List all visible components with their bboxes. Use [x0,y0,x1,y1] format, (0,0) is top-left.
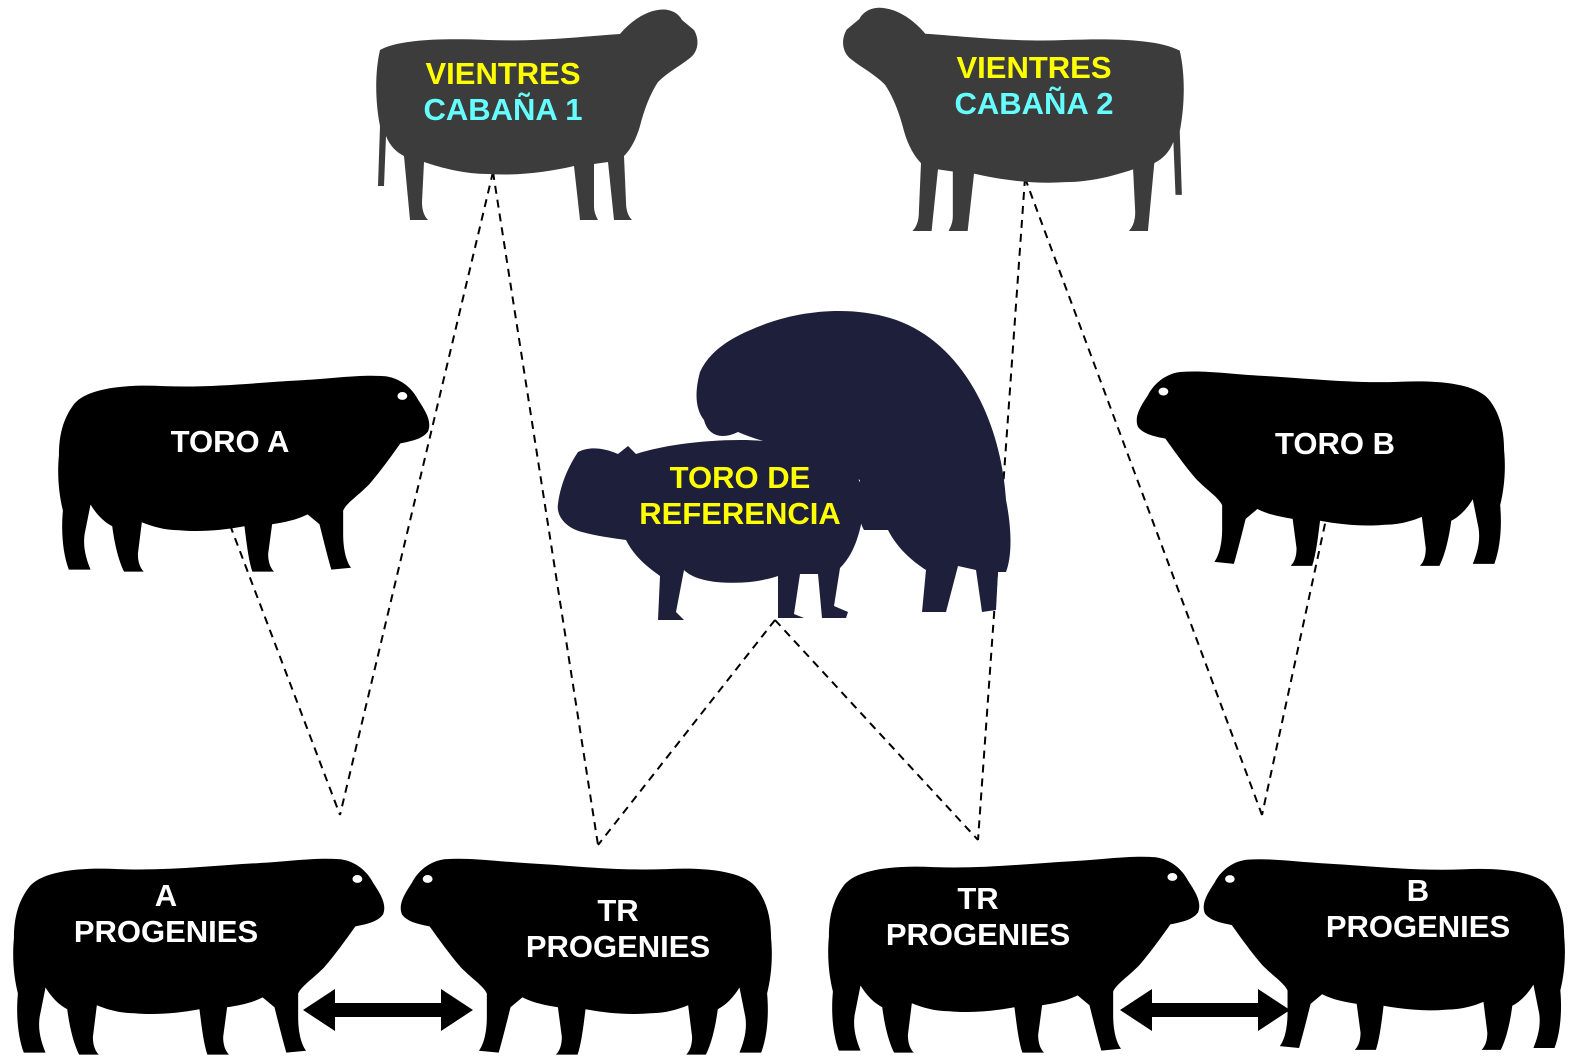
cow-1-label-line1: VIENTRES [425,56,581,91]
cow-1-label-line2: CABAÑA 1 [423,91,583,127]
connector-cow1-to-progeny-tr1 [492,171,599,846]
bull-a-label: TORO A [170,424,290,459]
connector-bull-a-to-progeny-a [229,524,341,816]
progeny-b-label-line2: PROGENIES [1325,908,1511,944]
connector-cow1-to-progeny-a [339,171,494,816]
progeny-a-label-line2: PROGENIES [73,913,259,949]
progeny-b-label: B PROGENIES [1318,873,1518,944]
reference-bull-label-line2: REFERENCIA [639,495,841,531]
cow-2-label: VIENTRES CABAÑA 2 [934,50,1134,121]
reference-bull-label-line1: TORO DE [669,460,811,495]
bull-a-silhouette [58,375,430,572]
cow-2-label-line2: CABAÑA 2 [954,85,1114,121]
double-arrow-right [1120,989,1290,1031]
bull-b-label: TORO B [1275,426,1395,461]
connector-cow2-to-progeny-tr2 [977,177,1026,841]
double-arrow-left [303,989,473,1031]
connector-cow2-to-progeny-b [1024,177,1263,816]
progeny-b-label-line1: B [1406,873,1430,908]
dashed-connectors [229,171,1329,846]
cow-2-label-line1: VIENTRES [956,50,1112,85]
progeny-a-label-line1: A [154,878,178,913]
reference-bull-label: TORO DE REFERENCIA [620,460,860,531]
progeny-tr2-label: TR PROGENIES [878,881,1078,952]
progeny-tr2-label-line1: TR [957,881,999,916]
progeny-tr1-label: TR PROGENIES [518,893,718,964]
bull-b-silhouette [1136,371,1505,566]
progeny-a-label: A PROGENIES [66,878,266,949]
connector-ref-to-progeny-tr2 [774,619,979,841]
progeny-tr2-label-line2: PROGENIES [885,916,1071,952]
progeny-tr1-label-line1: TR [597,893,639,928]
progeny-tr1-label-line2: PROGENIES [525,928,711,964]
connector-bull-b-to-progeny-b [1261,509,1329,816]
cow-1-label: VIENTRES CABAÑA 1 [403,56,603,127]
mating-cattle-photo [557,311,1011,620]
connector-ref-to-progeny-tr1 [597,619,776,846]
